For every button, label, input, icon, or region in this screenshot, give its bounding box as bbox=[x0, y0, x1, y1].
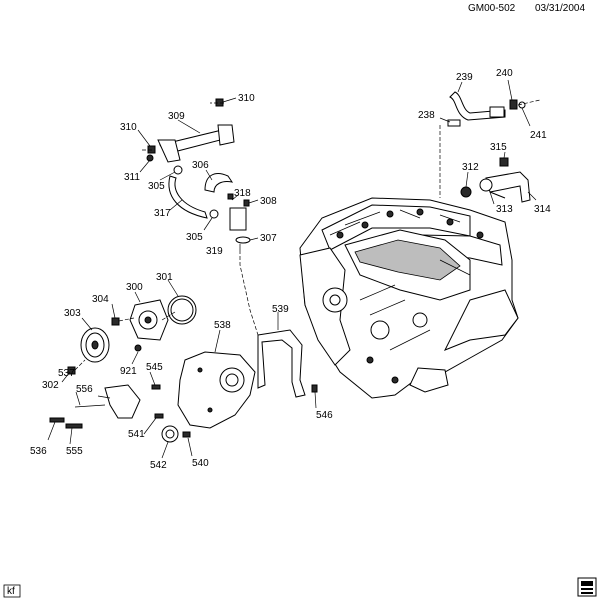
callout-310-top: 310 bbox=[238, 93, 255, 104]
bolt-302 bbox=[67, 366, 76, 375]
coolant-pipe-assembly bbox=[447, 91, 531, 203]
diagram-id: GM00-502 bbox=[468, 3, 516, 14]
front-cover-538 bbox=[177, 351, 256, 429]
bolt-545 bbox=[151, 384, 161, 390]
fitting-238 bbox=[447, 119, 461, 127]
leader-lines bbox=[47, 79, 541, 459]
author-initials: kf bbox=[7, 586, 15, 597]
callout-239: 239 bbox=[456, 72, 473, 83]
callout-313: 313 bbox=[496, 204, 513, 215]
callout-315: 315 bbox=[490, 142, 507, 153]
callout-305-lower: 305 bbox=[186, 232, 203, 243]
callout-319: 319 bbox=[206, 246, 223, 257]
callout-545: 545 bbox=[146, 362, 163, 373]
callout-303: 303 bbox=[64, 308, 81, 319]
pipe-314 bbox=[485, 171, 531, 203]
callout-311: 311 bbox=[124, 172, 140, 183]
bracket-309 bbox=[217, 124, 235, 146]
callout-556: 556 bbox=[76, 384, 93, 395]
callout-546: 546 bbox=[316, 410, 333, 421]
bolt-310-top bbox=[215, 98, 224, 107]
bolt-536 bbox=[49, 417, 65, 423]
callout-309: 309 bbox=[168, 111, 185, 122]
callout-305-upper: 305 bbox=[148, 181, 165, 192]
bolt-556 bbox=[74, 404, 106, 408]
callout-921: 921 bbox=[120, 366, 137, 377]
clamp-305-upper bbox=[173, 165, 183, 175]
bolt-540 bbox=[182, 431, 191, 438]
fitting-240 bbox=[509, 99, 518, 110]
callout-labels: 310 309 310 311 305 306 317 318 308 305 … bbox=[30, 68, 551, 471]
gm-logo-icon bbox=[577, 577, 597, 597]
dowel-546 bbox=[311, 384, 318, 393]
nut-311 bbox=[146, 154, 154, 162]
callout-300: 300 bbox=[126, 282, 143, 293]
bracket-537 bbox=[104, 384, 141, 419]
callout-537: 537 bbox=[58, 368, 75, 379]
callout-241: 241 bbox=[530, 130, 547, 141]
callout-317: 317 bbox=[154, 208, 171, 219]
callout-536: 536 bbox=[30, 446, 47, 457]
bolt-312 bbox=[460, 186, 472, 198]
callout-538: 538 bbox=[214, 320, 231, 331]
gasket-539 bbox=[257, 329, 306, 398]
bypass-pipe-assembly bbox=[146, 98, 251, 244]
callout-306: 306 bbox=[192, 160, 209, 171]
callout-238: 238 bbox=[418, 110, 435, 121]
seal-307 bbox=[235, 236, 251, 244]
engine-block bbox=[299, 197, 519, 399]
callout-539: 539 bbox=[272, 304, 289, 315]
hose-317 bbox=[168, 175, 208, 219]
callout-310-left: 310 bbox=[120, 122, 137, 133]
bolt-921 bbox=[134, 344, 142, 352]
callout-318: 318 bbox=[234, 188, 251, 199]
cap-241 bbox=[518, 101, 526, 109]
bolt-555 bbox=[65, 423, 83, 429]
callout-302: 302 bbox=[42, 380, 59, 391]
callout-301: 301 bbox=[156, 272, 173, 283]
bolt-315 bbox=[499, 157, 509, 167]
bolt-308 bbox=[243, 199, 250, 207]
callout-304: 304 bbox=[92, 294, 109, 305]
bolt-310-left bbox=[147, 145, 156, 154]
callout-314: 314 bbox=[534, 204, 551, 215]
callout-240: 240 bbox=[496, 68, 513, 79]
clamp-305-lower bbox=[209, 209, 219, 219]
water-pump-assembly bbox=[49, 295, 318, 443]
callout-307: 307 bbox=[260, 233, 277, 244]
callout-540: 540 bbox=[192, 458, 209, 469]
callout-542: 542 bbox=[150, 460, 167, 471]
callout-308: 308 bbox=[260, 196, 277, 207]
callout-555: 555 bbox=[66, 446, 83, 457]
author-tag: kf bbox=[3, 584, 21, 598]
bolt-304 bbox=[111, 317, 120, 326]
bolt-541 bbox=[154, 413, 164, 419]
diagram-date: 03/31/2004 bbox=[535, 3, 585, 14]
housing-318 bbox=[229, 207, 247, 231]
callout-541: 541 bbox=[128, 429, 145, 440]
callout-312: 312 bbox=[462, 162, 479, 173]
hose-306 bbox=[204, 173, 234, 193]
